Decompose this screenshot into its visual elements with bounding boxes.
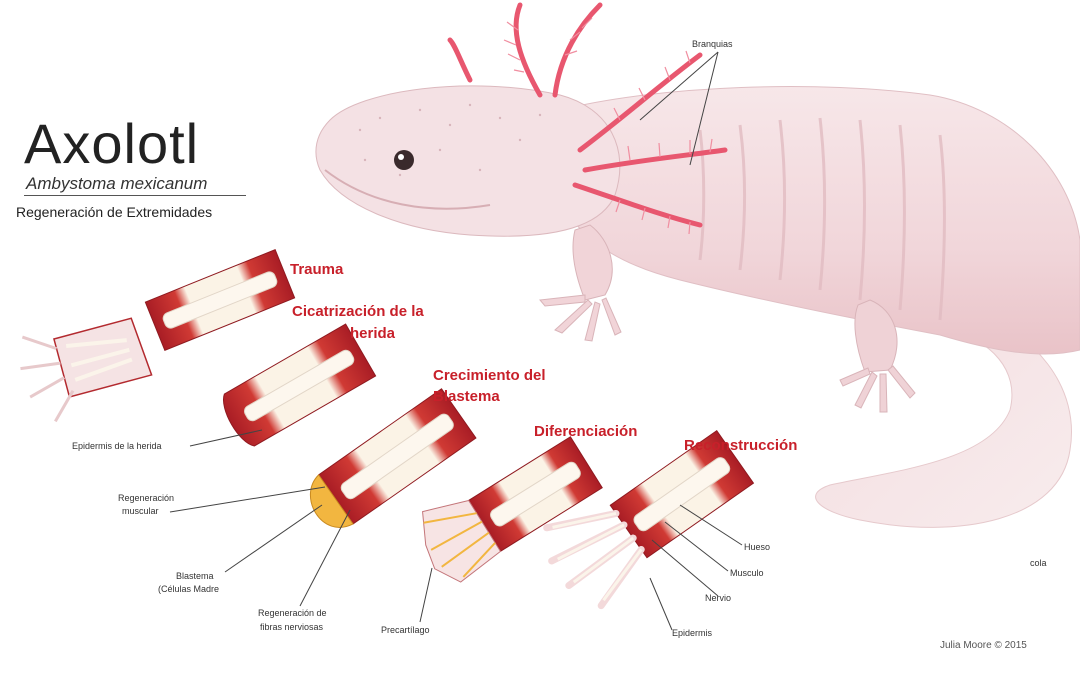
label-epidermis-herida: Epidermis de la herida: [72, 441, 162, 451]
limb-stage-reconstruccion: [543, 429, 755, 610]
axolotl-body: [315, 2, 1080, 528]
leader-lines: [169, 51, 743, 631]
limb-stage-diferenciacion: [422, 436, 603, 583]
label-regeneracion-muscular-1: Regeneración: [118, 493, 175, 503]
label-blastema-2: (Células Madre: [158, 584, 220, 594]
label-fibras-2: fibras nerviosas: [260, 622, 324, 632]
limb-stage-cicatrizacion: [222, 323, 377, 447]
stage-label-crecimiento-1: Crecimiento del: [433, 367, 546, 384]
label-musculo: Musculo: [730, 568, 764, 578]
stage-label-crecimiento-2: Blastema: [433, 388, 500, 405]
stage-label-trauma: Trauma: [290, 261, 344, 278]
label-epidermis: Epidermis: [672, 628, 713, 638]
label-regeneracion-muscular-2: muscular: [122, 506, 159, 516]
stage-label-cicatrizacion-2: herida: [350, 325, 396, 342]
label-blastema-1: Blastema: [176, 571, 214, 581]
artist-credit: Julia Moore © 2015: [940, 640, 1027, 651]
label-branquias: Branquias: [692, 39, 733, 49]
diagram-caption: Regeneración de Extremidades: [16, 204, 213, 220]
label-precartilago: Precartílago: [381, 625, 430, 635]
label-cola: cola: [1030, 558, 1047, 568]
stage-label-diferenciacion: Diferenciación: [534, 423, 638, 440]
page-title: Axolotl: [24, 112, 200, 175]
label-hueso: Hueso: [744, 542, 771, 552]
scientific-name: Ambystoma mexicanum: [26, 174, 208, 193]
stage-label-reconstruccion: Reconstrucción: [684, 437, 798, 454]
gills: [447, 2, 728, 228]
label-fibras-1: Regeneración de: [258, 608, 327, 618]
label-nervio: Nervio: [705, 593, 732, 603]
title-divider: [24, 195, 246, 196]
limb-stage-trauma: [20, 249, 296, 423]
stage-label-cicatrizacion-1: Cicatrización de la: [292, 303, 424, 320]
